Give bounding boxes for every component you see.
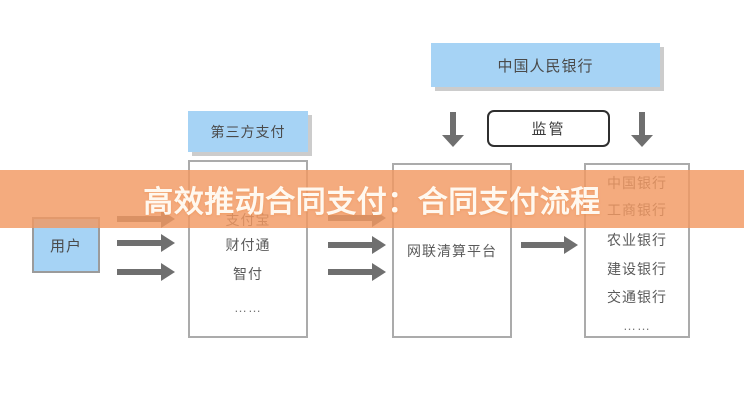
arrow-stem	[117, 269, 161, 275]
arrow-stem	[328, 242, 372, 248]
arrow-stem	[521, 242, 564, 248]
list-item-ellipsis: ……	[234, 300, 262, 315]
arrow-head	[631, 135, 653, 147]
title-banner: 高效推动合同支付：合同支付流程	[0, 170, 744, 228]
arrow-head	[372, 263, 386, 281]
node-pboc: 中国人民银行	[431, 43, 660, 87]
arrow-head	[161, 263, 175, 281]
arrow-stem	[117, 240, 161, 246]
node-supervision: 监管	[487, 110, 610, 147]
node-third-party-label: 第三方支付	[210, 123, 286, 140]
arrow-right-icon	[521, 236, 578, 254]
list-item-ellipsis: ……	[623, 318, 651, 333]
arrow-head	[161, 234, 175, 252]
arrow-head	[372, 236, 386, 254]
node-user-label: 用户	[49, 237, 82, 255]
arrow-stem	[450, 112, 456, 135]
page-title: 高效推动合同支付：合同支付流程	[143, 186, 601, 219]
arrow-stem	[328, 269, 372, 275]
node-pboc-label: 中国人民银行	[497, 57, 594, 75]
list-item: 智付	[233, 266, 263, 282]
arrow-right-icon	[328, 263, 386, 281]
node-third-party-header: 第三方支付	[188, 111, 308, 152]
arrow-right-icon	[117, 234, 175, 252]
node-supervision-label: 监管	[531, 121, 566, 138]
arrow-head	[442, 135, 464, 147]
list-item: 财付通	[225, 237, 271, 253]
node-clearing-label: 网联清算平台	[407, 242, 497, 259]
list-item: 农业银行	[607, 232, 667, 248]
arrow-stem	[639, 112, 645, 135]
list-item: 建设银行	[607, 261, 667, 277]
list-item: 交通银行	[607, 289, 667, 305]
arrow-down-icon	[442, 112, 464, 147]
arrow-head	[564, 236, 578, 254]
arrow-right-icon	[328, 236, 386, 254]
arrow-down-icon	[631, 112, 653, 147]
arrow-right-icon	[117, 263, 175, 281]
